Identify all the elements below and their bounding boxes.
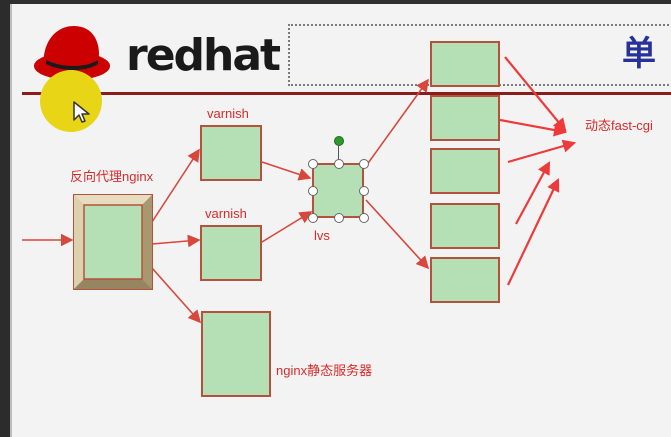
resize-handle-bottom-left[interactable] bbox=[308, 213, 318, 223]
backend-box-3[interactable] bbox=[430, 148, 500, 194]
nginx-static-box[interactable] bbox=[201, 311, 271, 397]
reverse-proxy-label: 反向代理nginx bbox=[70, 169, 154, 184]
nginx-static-label: nginx静态服务器 bbox=[276, 363, 373, 378]
arrow-nginx-to-varnish-top bbox=[151, 148, 200, 223]
arrow-varnish-top-to-lvs bbox=[261, 161, 312, 181]
backend-box-2[interactable] bbox=[430, 95, 500, 141]
slide-left-border bbox=[10, 4, 12, 437]
backend-box-4[interactable] bbox=[430, 203, 500, 249]
backend-box-1[interactable] bbox=[430, 41, 500, 87]
rotate-handle-stem bbox=[338, 145, 339, 163]
window-left-edge bbox=[0, 0, 10, 437]
mouse-pointer-icon bbox=[73, 101, 90, 123]
arrow-lvs-to-backend-bottom bbox=[365, 199, 430, 270]
cursor-highlight bbox=[40, 70, 102, 132]
window-top-edge bbox=[0, 0, 671, 4]
resize-handle-top[interactable] bbox=[334, 159, 344, 169]
reverse-proxy-box[interactable] bbox=[73, 194, 153, 290]
resize-handle-left[interactable] bbox=[308, 186, 318, 196]
arrow-varnish-bottom-to-lvs bbox=[261, 211, 313, 243]
varnish-bottom-box[interactable] bbox=[200, 225, 262, 281]
lvs-box[interactable] bbox=[312, 163, 364, 218]
arrow-fcgi-2 bbox=[499, 118, 568, 137]
varnish-top-box[interactable] bbox=[200, 125, 262, 181]
header-rule bbox=[22, 92, 671, 95]
arrow-fcgi-1 bbox=[504, 56, 567, 132]
arrow-nginx-to-varnish-bottom bbox=[151, 234, 201, 248]
lvs-label: lvs bbox=[314, 228, 330, 243]
rotate-handle-icon[interactable] bbox=[334, 136, 344, 146]
logo-text: redhat bbox=[126, 30, 281, 81]
resize-handle-bottom[interactable] bbox=[334, 213, 344, 223]
varnish-top-label: varnish bbox=[207, 106, 249, 121]
slide-title: 单 bbox=[622, 34, 656, 74]
resize-handle-bottom-right[interactable] bbox=[359, 213, 369, 223]
arrow-fcgi-4 bbox=[515, 161, 551, 225]
resize-handle-top-left[interactable] bbox=[308, 159, 318, 169]
arrow-fcgi-5 bbox=[507, 178, 560, 286]
varnish-bottom-label: varnish bbox=[205, 206, 247, 221]
resize-handle-top-right[interactable] bbox=[359, 159, 369, 169]
arrow-lvs-to-backend-top bbox=[365, 78, 429, 167]
arrow-nginx-to-static bbox=[151, 267, 202, 324]
dynamic-fastcgi-label: 动态fast-cgi bbox=[585, 118, 653, 133]
resize-handle-right[interactable] bbox=[359, 186, 369, 196]
backend-box-5[interactable] bbox=[430, 257, 500, 303]
arrow-fcgi-3 bbox=[507, 139, 577, 164]
